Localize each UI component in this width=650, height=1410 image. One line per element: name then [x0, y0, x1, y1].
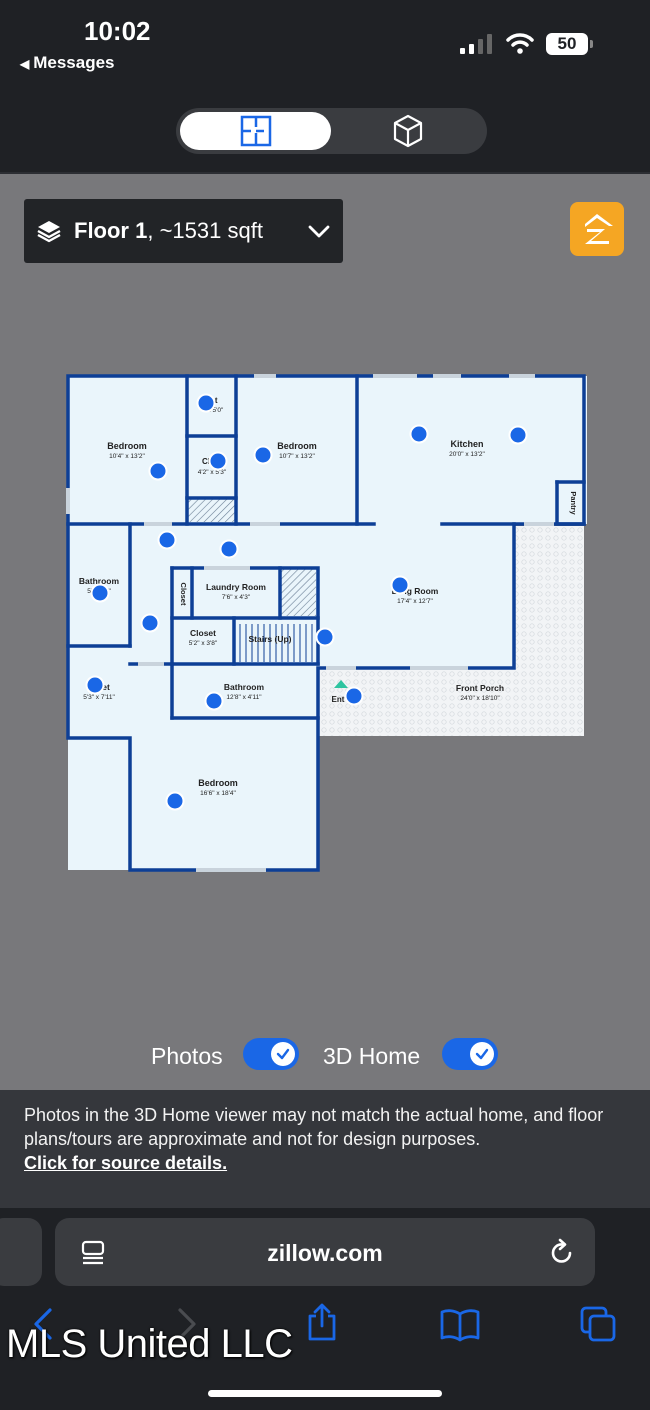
- 3d-home-toggle-label: 3D Home: [323, 1043, 421, 1069]
- photo-marker: [208, 451, 228, 471]
- battery-tip: [590, 40, 593, 48]
- photos-toggle-label: Photos: [151, 1043, 223, 1069]
- room-label: Closet: [179, 583, 188, 606]
- checkmark-icon: [475, 1048, 489, 1060]
- floor-selector[interactable]: Floor 1, ~1531 sqft: [24, 199, 343, 263]
- clock: 10:02: [84, 16, 151, 46]
- disclaimer: Photos in the 3D Home viewer may not mat…: [0, 1090, 650, 1208]
- photo-marker: [344, 686, 364, 706]
- photo-marker: [409, 424, 429, 444]
- toggle-knob: [470, 1042, 494, 1066]
- forward-chevron-icon[interactable]: [174, 1306, 200, 1342]
- room-label: Bathroom: [224, 682, 265, 692]
- photo-marker: [165, 791, 185, 811]
- battery-indicator: 50: [546, 33, 588, 55]
- room-label: Pantry: [569, 491, 578, 515]
- zillow-z-icon: [585, 214, 613, 244]
- tabs-icon[interactable]: [580, 1306, 618, 1344]
- room-dims: 4'2" x 5'3": [198, 469, 227, 476]
- layers-icon: [37, 221, 61, 243]
- toggle-row: Photos 3D Home: [0, 1038, 650, 1078]
- toggle-knob: [271, 1042, 295, 1066]
- photo-marker: [140, 613, 160, 633]
- photos-toggle[interactable]: [243, 1038, 299, 1070]
- home-indicator[interactable]: [208, 1390, 442, 1397]
- photo-marker: [204, 691, 224, 711]
- room-dims: 4' x 5'0": [201, 407, 224, 414]
- photo-marker: [196, 393, 216, 413]
- closet-hatch: [188, 498, 235, 522]
- chevron-down-icon: [308, 225, 330, 238]
- status-bar: 10:02 ◀Messages 50: [0, 0, 650, 100]
- floor-area: , ~1531 sqft: [147, 218, 263, 243]
- floor-plan-tab[interactable]: [180, 112, 331, 150]
- photo-marker: [253, 445, 273, 465]
- room-label: Ent: [332, 695, 345, 704]
- 3d-cube-icon: [393, 114, 422, 148]
- room-label: Front Porch: [456, 683, 504, 693]
- room-dims: 20'0" x 13'2": [449, 451, 485, 458]
- photo-marker: [219, 539, 239, 559]
- watermark: MLS United LLC: [6, 1322, 293, 1366]
- room-dims: 24'0" x 18'10": [460, 695, 500, 702]
- back-chevron-icon[interactable]: [30, 1306, 56, 1342]
- photo-marker: [315, 627, 335, 647]
- photo-marker: [85, 675, 105, 695]
- floor-name: Floor 1: [74, 218, 148, 243]
- room-label: Laundry Room: [206, 582, 266, 592]
- photo-marker: [157, 530, 177, 550]
- floor-plan-icon: [240, 115, 271, 147]
- previous-tab[interactable]: [0, 1218, 42, 1286]
- stairs-hatch: [280, 568, 316, 616]
- view-mode-toggle[interactable]: [176, 108, 487, 154]
- photo-marker: [148, 461, 168, 481]
- room-dims: 5'2" x 3'8": [189, 640, 218, 647]
- 3d-home-toggle[interactable]: [442, 1038, 498, 1070]
- room-label: Bathroom: [79, 576, 120, 586]
- room-dims: 10'7" x 13'2": [279, 453, 315, 460]
- room-dims: 10'4" x 13'2": [109, 453, 145, 460]
- room-dims: 7'6" x 4'3": [222, 594, 251, 601]
- cellular-signal-icon: [460, 34, 492, 54]
- room-label: Stairs (Up): [249, 634, 292, 644]
- entry-marker-icon: [334, 680, 348, 688]
- floor-plan-drawing: Bedroom 10'4" x 13'2" et 4' x 5'0" Cl 4'…: [66, 374, 587, 872]
- room-label: Bedroom: [107, 441, 147, 451]
- photo-marker: [508, 425, 528, 445]
- exterior-wall: [66, 374, 586, 872]
- room-label: et: [102, 682, 110, 692]
- room-label: Kitchen: [450, 439, 483, 449]
- header-divider: [0, 172, 650, 174]
- share-icon[interactable]: [306, 1302, 338, 1342]
- bookmarks-icon[interactable]: [440, 1308, 480, 1342]
- room-dims: 5'3" x 7'11": [83, 694, 115, 701]
- checkmark-icon: [276, 1048, 290, 1060]
- back-to-messages[interactable]: ◀Messages: [20, 53, 115, 73]
- back-triangle-icon: ◀: [20, 57, 30, 71]
- room-label: Li ng Room: [392, 586, 439, 596]
- room-label: Bedroom: [198, 778, 238, 788]
- 3d-view-tab[interactable]: [332, 112, 483, 150]
- reader-mode-icon: [81, 1240, 105, 1265]
- source-details-link[interactable]: Click for source details.: [24, 1153, 228, 1173]
- disclaimer-text: Photos in the 3D Home viewer may not mat…: [24, 1105, 604, 1149]
- room-dims: 17'4" x 12'7": [397, 598, 433, 605]
- back-app-label: Messages: [33, 53, 115, 72]
- room-dims: 12'8" x 4'11": [226, 694, 262, 701]
- photo-marker: [390, 575, 410, 595]
- room-dims: 16'6" x 18'4": [200, 790, 236, 797]
- room-fill-bedroom-1: [68, 376, 587, 524]
- room-label: Closet: [190, 628, 216, 638]
- floor-plan-viewer[interactable]: Floor 1, ~1531 sqft: [0, 174, 650, 1090]
- room-label: Bedroom: [277, 441, 317, 451]
- wifi-icon: [506, 33, 534, 54]
- reload-icon[interactable]: [549, 1238, 575, 1266]
- room-label: Cl: [202, 457, 210, 466]
- photo-marker: [90, 583, 110, 603]
- url-text: zillow.com: [267, 1240, 383, 1266]
- zillow-logo[interactable]: [570, 202, 624, 256]
- room-fill-bottom-left: [68, 648, 318, 870]
- address-bar[interactable]: zillow.com: [55, 1218, 595, 1286]
